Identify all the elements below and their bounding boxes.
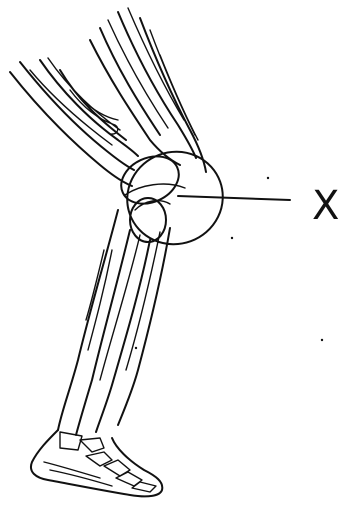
label-x: X [312, 186, 339, 226]
speck [267, 177, 269, 179]
speck [135, 347, 137, 349]
thigh-muscles [10, 58, 138, 186]
thigh-muscles-right [90, 8, 206, 172]
speck [231, 237, 233, 239]
foot [31, 430, 162, 496]
speck [321, 339, 323, 341]
label-pointer-line [178, 196, 290, 200]
lower-leg [58, 210, 170, 435]
